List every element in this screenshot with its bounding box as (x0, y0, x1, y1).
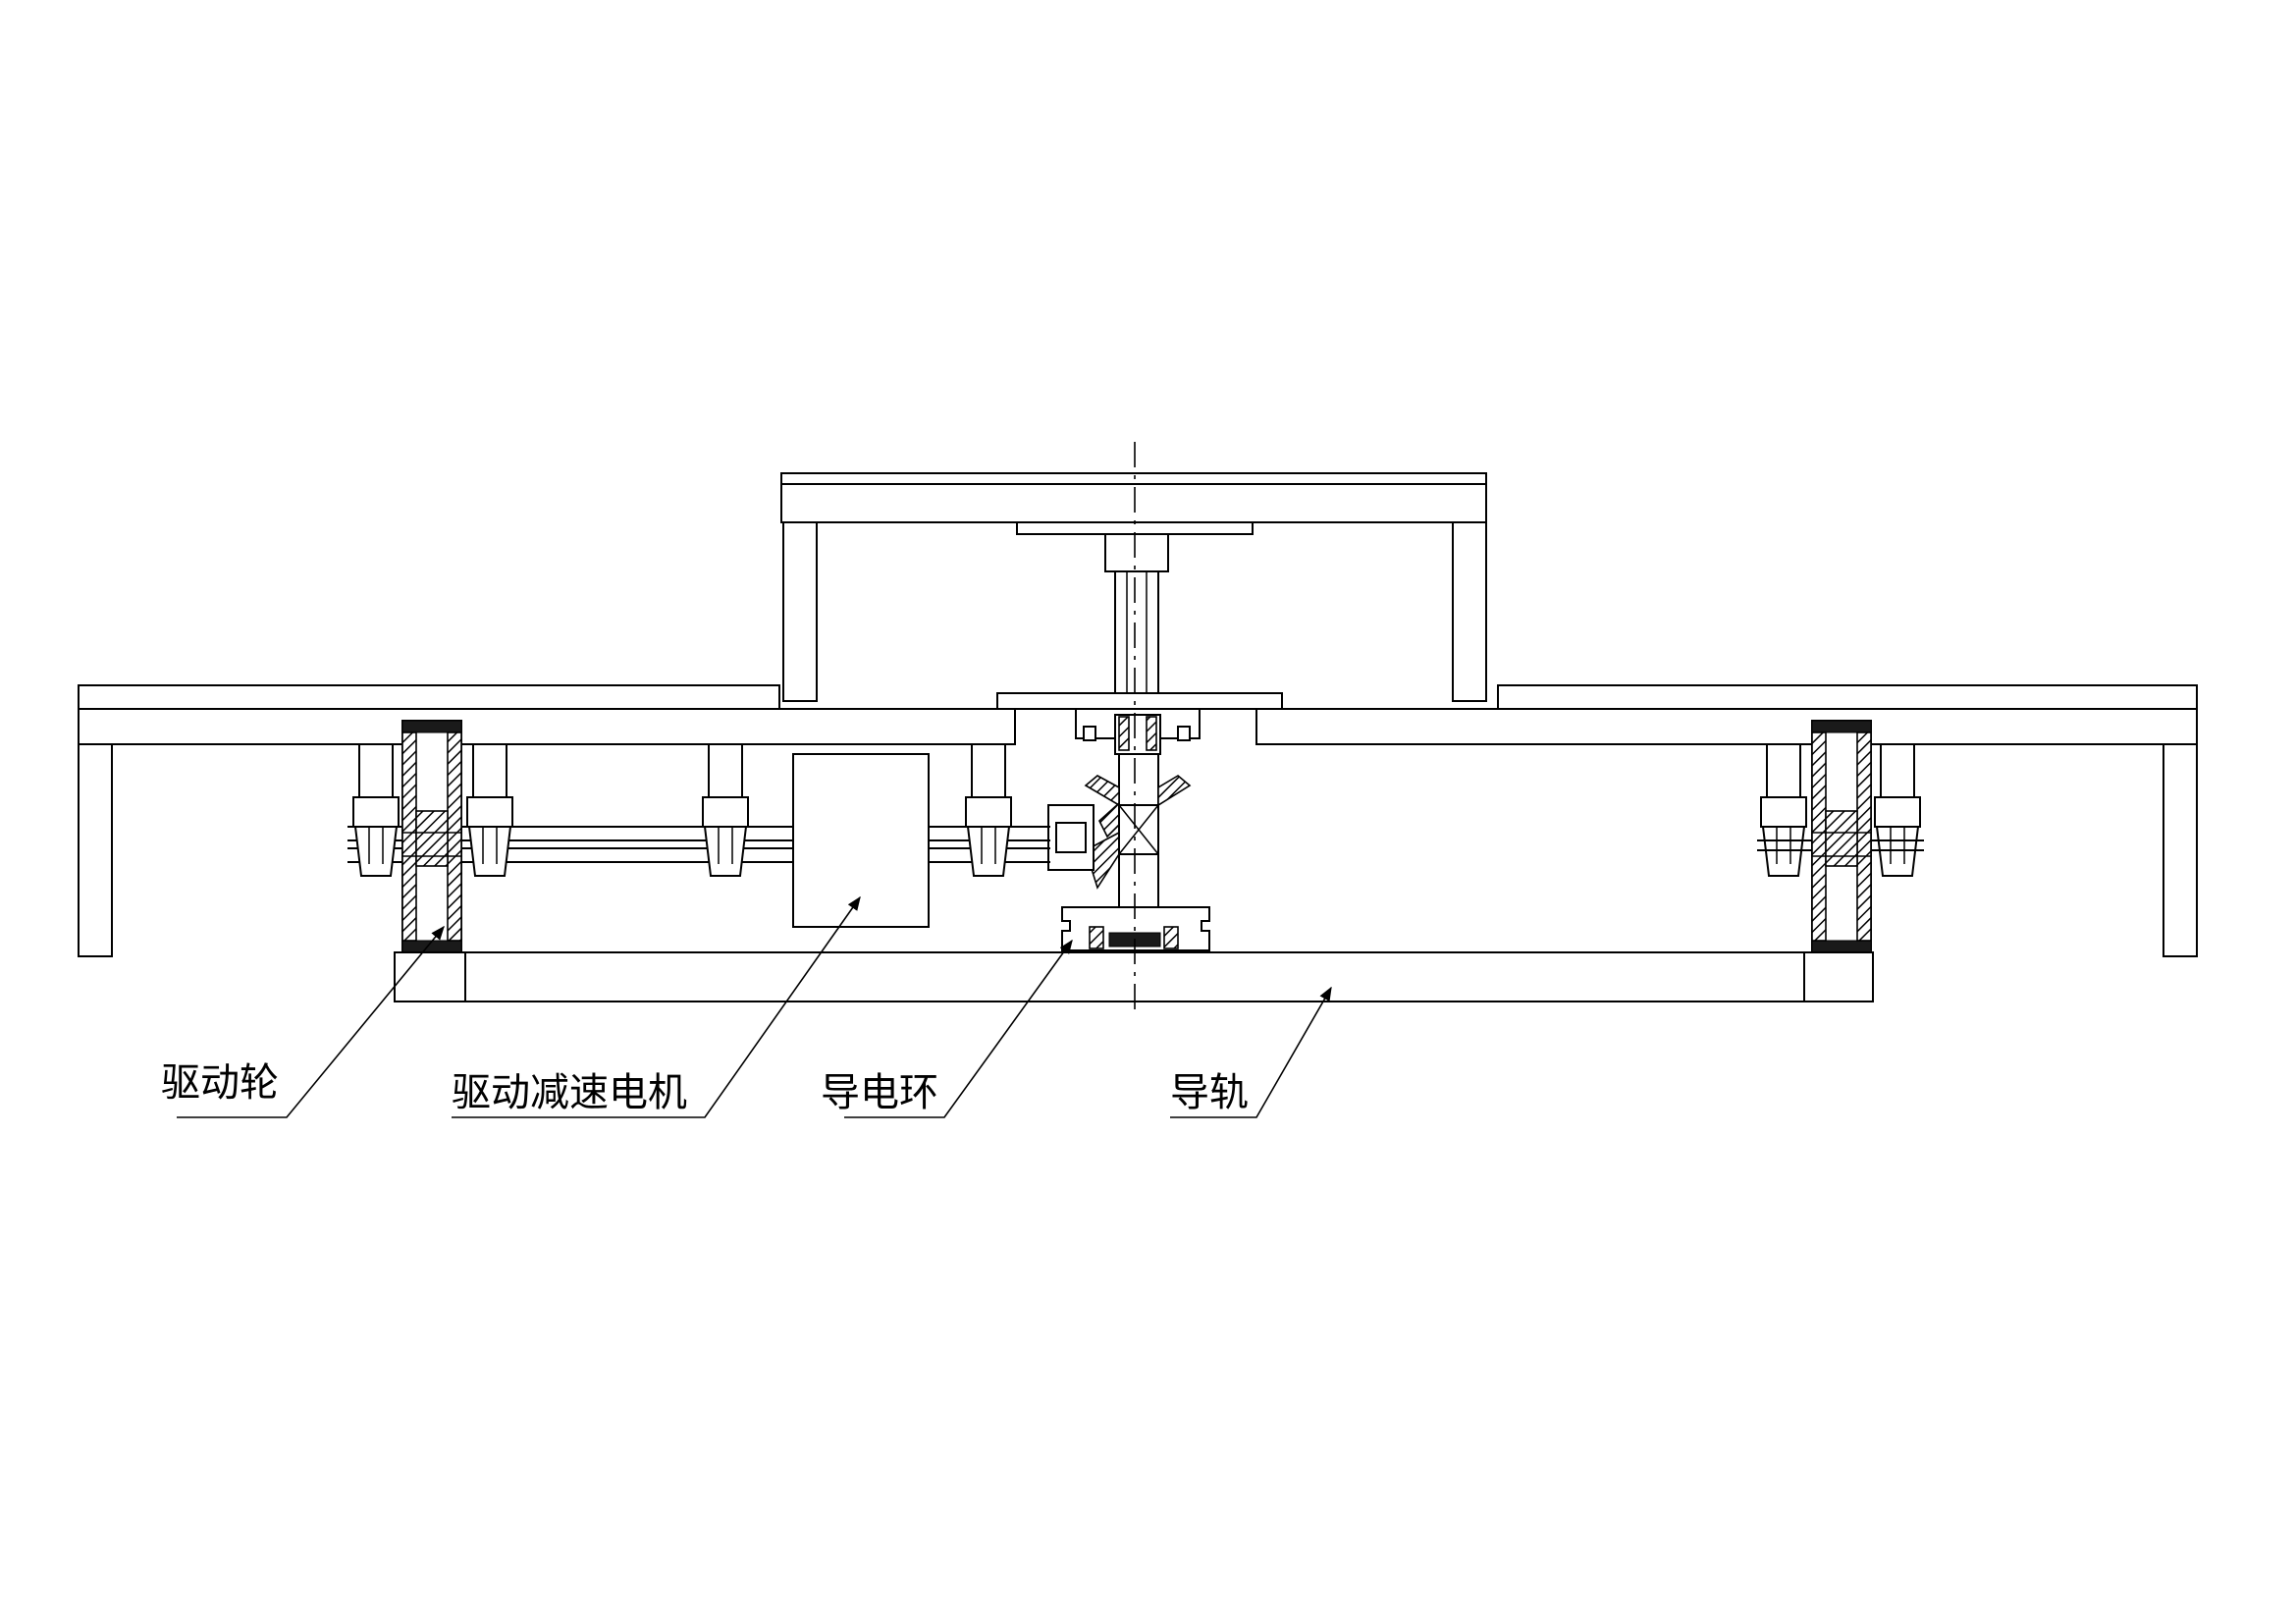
drive-shaft (347, 826, 1050, 863)
slip-ring-assembly (1061, 906, 1210, 951)
label-slip-ring: 导电环 (821, 1070, 938, 1115)
right-drive-wheel (1811, 720, 1872, 953)
label-drive-wheel: 驱动轮 (161, 1060, 279, 1106)
drive-geared-motor (792, 753, 930, 928)
left-platform (78, 684, 1016, 957)
leader-lines (177, 895, 1332, 1118)
left-drive-wheel (401, 720, 462, 953)
right-platform (1255, 684, 2198, 957)
label-guide-rail: 导轨 (1170, 1070, 1249, 1115)
left-support-bearings (352, 743, 1012, 877)
guide-rail (394, 951, 1874, 1002)
label-drive-geared-motor: 驱动减速电机 (452, 1070, 687, 1115)
bevel-gearbox (1047, 775, 1192, 890)
upper-frame (780, 472, 1487, 702)
